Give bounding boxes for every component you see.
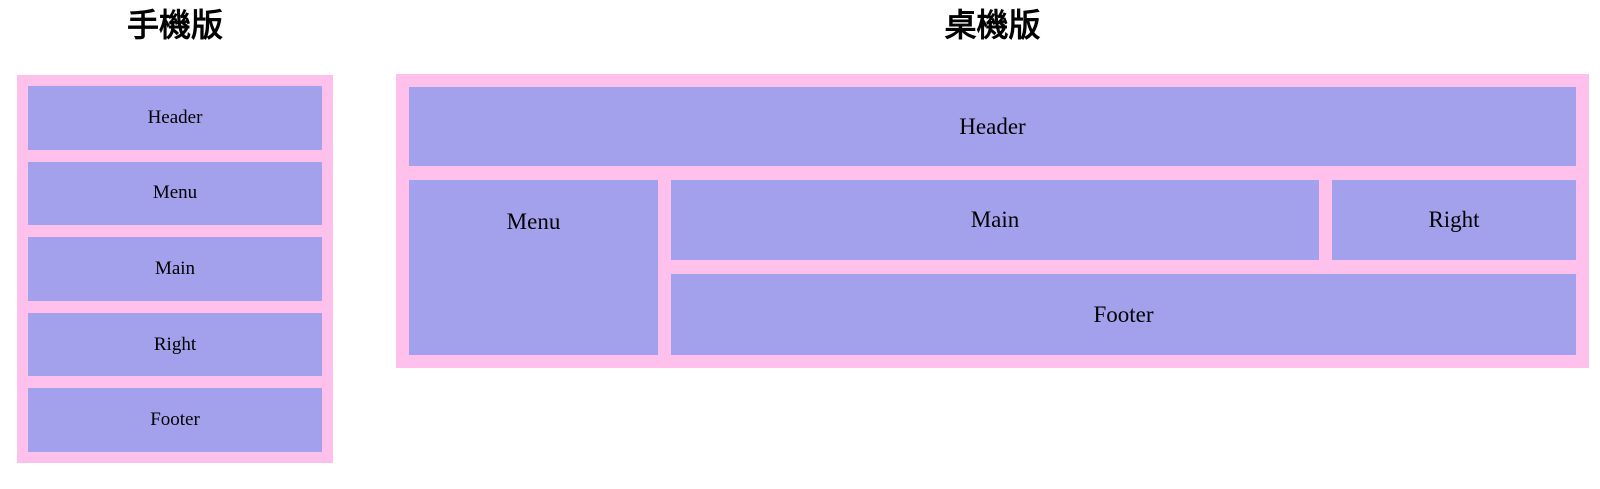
mobile-header-box: Header — [28, 86, 322, 150]
desktop-footer-box: Footer — [671, 274, 1576, 355]
mobile-footer-label: Footer — [150, 409, 200, 431]
desktop-panel-title: 桌機版 — [944, 7, 1041, 43]
mobile-right-label: Right — [153, 333, 197, 355]
desktop-layout-container: Header Menu Main Right Footer — [396, 74, 1589, 368]
desktop-header-label: Header — [959, 113, 1026, 139]
mobile-panel-title: 手機版 — [126, 7, 223, 43]
desktop-right-box: Right — [1332, 180, 1576, 260]
mobile-right-box: Right — [28, 312, 322, 377]
mobile-main-box: Main — [28, 237, 322, 301]
mobile-header-label: Header — [147, 106, 203, 128]
desktop-menu-label: Menu — [506, 209, 561, 234]
desktop-footer-label: Footer — [1093, 301, 1154, 327]
desktop-header-box: Header — [409, 87, 1576, 166]
desktop-main-box: Main — [671, 180, 1319, 260]
mobile-footer-box: Footer — [28, 388, 322, 452]
mobile-menu-label: Menu — [152, 182, 198, 204]
desktop-right-label: Right — [1428, 207, 1480, 232]
desktop-menu-box: Menu — [409, 180, 658, 355]
desktop-main-label: Main — [970, 207, 1020, 232]
mobile-menu-box: Menu — [28, 161, 322, 226]
mobile-main-label: Main — [154, 257, 196, 279]
mobile-layout-container: Header Menu Main Right Footer — [17, 75, 333, 463]
